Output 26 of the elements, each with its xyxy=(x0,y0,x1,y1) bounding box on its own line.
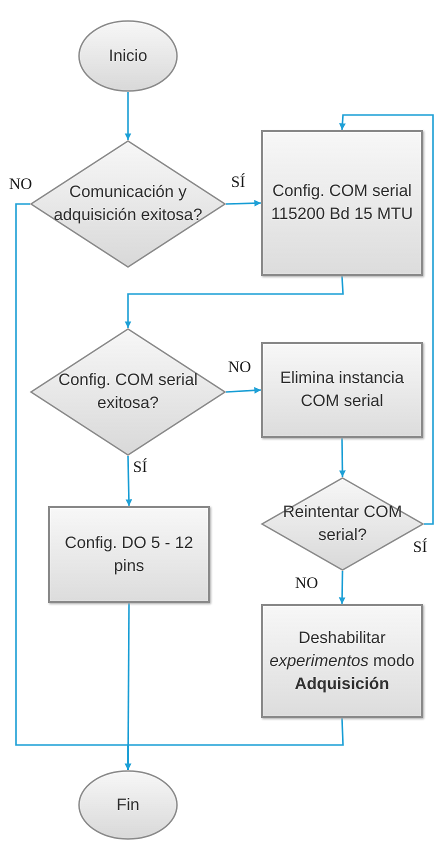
node-text: Inicio xyxy=(108,46,148,66)
decision-diamond xyxy=(30,328,226,456)
terminal-ellipse xyxy=(78,20,178,92)
terminal-ellipse xyxy=(78,770,178,840)
flow-arrow xyxy=(226,200,262,207)
node-text: Comunicación y adquisición exitosa? xyxy=(53,182,203,226)
decision-diamond xyxy=(30,140,226,268)
process-box xyxy=(261,130,423,276)
node-text: Fin xyxy=(116,794,140,816)
flow-arrow xyxy=(226,387,262,394)
flow-arrow xyxy=(339,114,434,525)
flow-arrow xyxy=(339,438,346,478)
node-text: Config. DO 5 - 12 pins xyxy=(64,532,194,576)
flow-arrow xyxy=(338,570,346,604)
node-text: Config. COM serial 115200 Bd 15 MTU xyxy=(270,181,414,225)
process-box xyxy=(48,506,210,603)
process-box xyxy=(261,342,423,438)
node-text: Deshabilitar experimentos modo Adquisición xyxy=(268,628,416,694)
flow-arrow xyxy=(124,276,344,328)
flow-arrow xyxy=(126,456,132,506)
flow-arrow xyxy=(124,92,132,140)
node-text: Config. COM serial exitosa? xyxy=(57,370,199,414)
node-text: Elimina instancia COM serial xyxy=(279,368,405,412)
process-box xyxy=(261,604,423,718)
flow-arrow xyxy=(124,718,344,770)
node-text: Reintentar COM serial? xyxy=(282,502,404,546)
